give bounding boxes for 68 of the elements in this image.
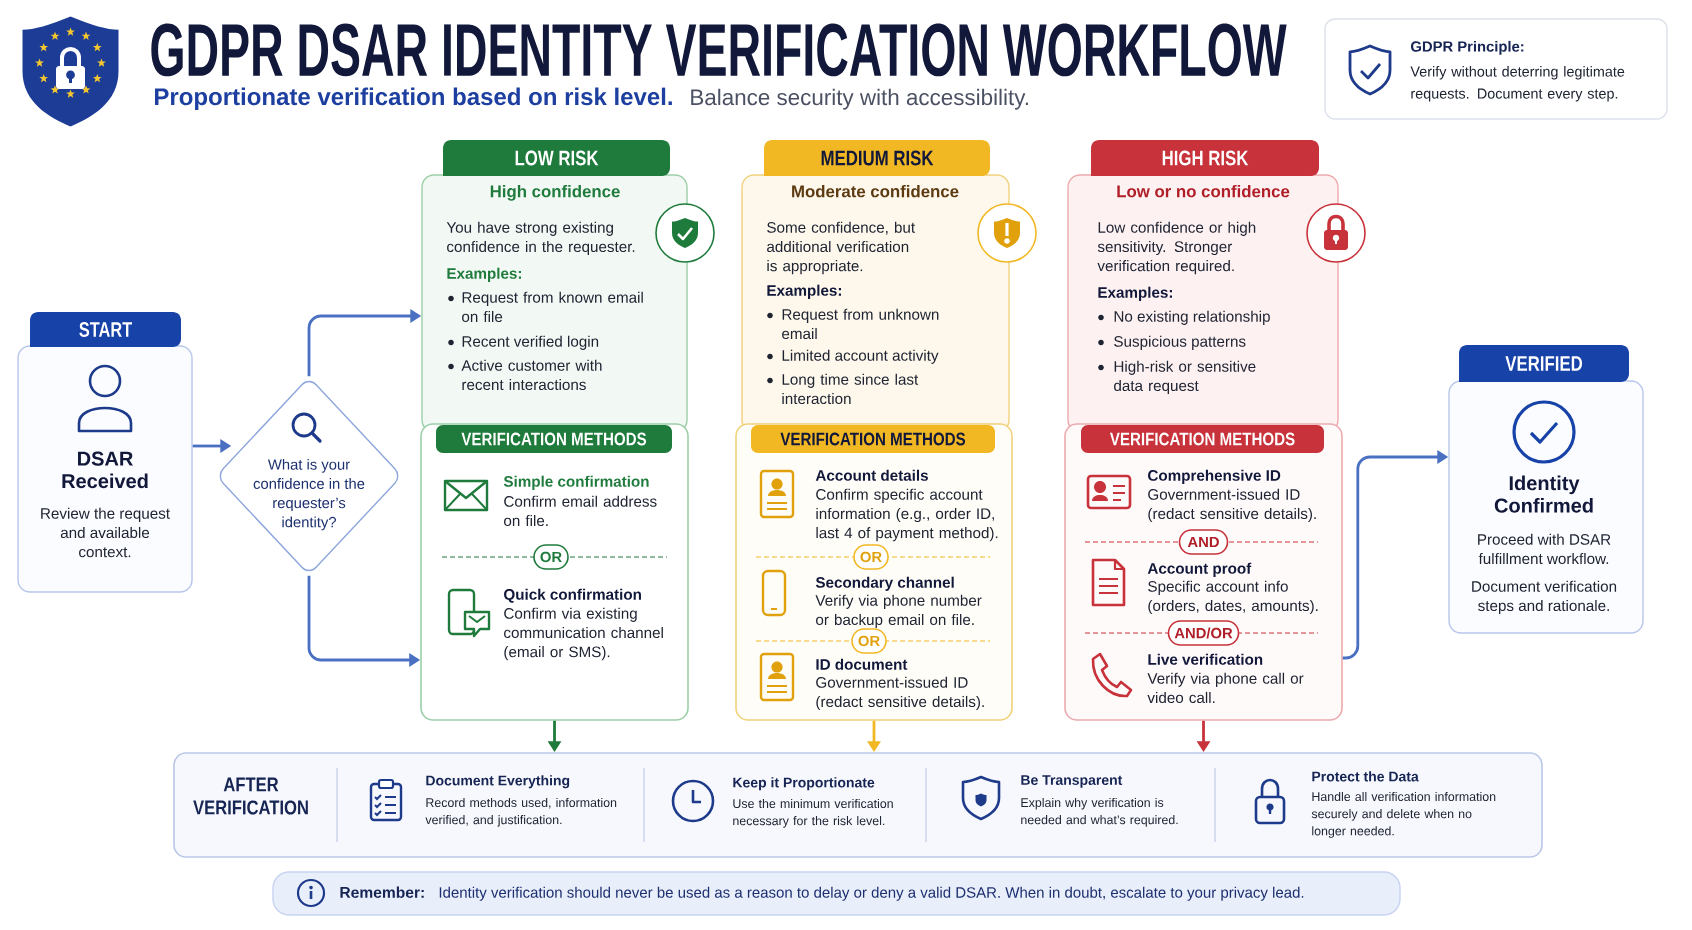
method-title: ID document [816,658,908,670]
body-text: You have strong existing confidence in the requester. [446,221,635,256]
list-heading: Examples: [767,284,841,299]
method-title: Secondary channel [815,576,954,591]
list-item: High-risk or sensitive data request [1114,360,1256,395]
body-text: Use the minimum verification necessary for the risk level. [733,798,893,828]
body-text: Government-issued ID (redact sensitive details). [816,676,984,711]
item-title: Keep it Proportionate [733,777,875,791]
method-title: Quick confirmation [504,588,641,603]
tagline: Balance security with accessibility. [691,88,1028,110]
card-heading: GDPR Principle: [1411,40,1524,55]
list-item: Request from unknown email [782,308,939,340]
method-title: Live verification [1148,653,1263,665]
title: GDPR DSAR IDENTITY VERIFICATION WORKFLOW [151,23,1287,77]
item-title: Be Transparent [1021,775,1123,788]
list-item: Long time since last interaction [782,373,919,405]
pill-badge: OR [853,544,889,570]
header-tab: VERIFICATION METHODS [436,425,672,453]
body-text: Low confidence or high sensitivity. Stronger verification required. [1097,221,1256,275]
body-text: Specific account info (orders, dates, amounts). [1148,580,1318,615]
list-item: Recent verified login [462,335,599,350]
method-title: Account details [815,469,928,481]
header-tab: MEDIUM RISK [764,140,990,176]
list-heading: Examples: [447,267,521,282]
card-title: DSAR Received [62,451,148,489]
note-label: Remember: [340,886,424,898]
method-title: Account proof [1147,562,1252,577]
list-item: No existing relationship [1114,310,1270,325]
list-item: Request from known email on file [462,291,643,323]
body-text: Verify without deterring legitimate requests. Document every step. [1410,66,1625,102]
header-tab: VERIFIED [1459,345,1629,382]
list-item: Active customer with recent interactions [461,359,602,391]
list-item: Limited account activity [782,349,939,364]
item-title: Document Everything [426,775,570,789]
body-text: Review the request and available context. [41,507,170,558]
body-text: Proceed with DSAR fulfillment workflow. [1478,533,1611,565]
body-text: Record methods used, information verified, and justification. [425,797,617,827]
body-text: Verify via phone number or backup email on file. [815,594,982,629]
subtitle: Proportionate verification based on risk level. [155,87,672,110]
card-subtitle: High confidence [490,185,620,201]
card-subtitle: Low or no confidence [1117,185,1290,198]
list-item: Suspicious patterns [1114,335,1246,350]
list-heading: Examples: [1098,286,1172,301]
body-text: Confirm via existing communication channel (email or SMS). [504,607,663,661]
body-text: Handle all verification information securely and delete when no longer needed. [1311,791,1496,838]
header-tab: START [30,312,181,347]
body-text: Some confidence, but additional verification is appropriate. [767,221,915,275]
item-title: Protect the Data [1312,771,1419,782]
body-text: Verify via phone call or video call. [1147,672,1304,704]
method-title: Comprehensive ID [1148,469,1281,484]
card-subtitle: Moderate confidence [792,185,959,198]
body-text: Confirm specific account information (e.g., order ID, last 4 of payment method). [816,488,998,542]
body-text: Government-issued ID (redact sensitive details). [1148,488,1316,523]
body-text: Document verification steps and rationale. [1472,580,1617,615]
card-title: Identity Confirmed [1494,475,1593,513]
method-title: Simple confirmation [503,475,649,490]
header-tab: VERIFICATION METHODS [1081,425,1324,453]
note-text: Identity verification should never be used as a reason to delay or deny a valid DSAR. When in doubt, escalate to your privacy lead. [439,886,1304,901]
pill-badge: OR [533,544,569,570]
question-text: What is your confidence in the requester’s identity? [253,458,365,531]
header-tab: LOW RISK [443,140,670,176]
body-text: Explain why verification is needed and what’s required. [1021,797,1178,827]
pill-badge: AND [1178,529,1229,555]
panel-heading: AFTER VERIFICATION [193,777,308,815]
header-tab: VERIFICATION METHODS [751,425,995,453]
header-tab: HIGH RISK [1091,140,1319,176]
pill-badge: AND/OR [1167,620,1240,646]
body-text: Confirm email address on file. [504,495,657,527]
